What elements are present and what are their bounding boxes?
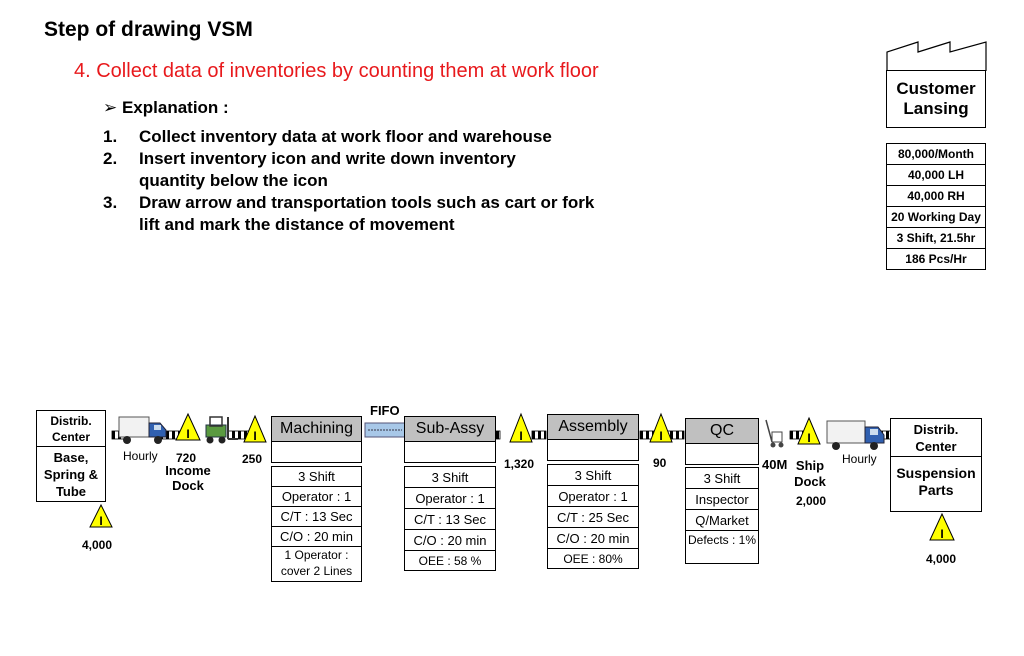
destination-part: Parts: [918, 482, 954, 498]
process-data-box: 3 Shift Inspector Q/Market Defects : 1%: [685, 467, 759, 564]
inventory-triangle-icon: I: [797, 416, 821, 445]
process-cell: OEE : 80%: [547, 548, 639, 569]
hourly-label-right: Hourly: [842, 452, 877, 466]
process-cell: OEE : 58 %: [404, 550, 496, 571]
svg-text:I: I: [186, 427, 189, 441]
process-cell: C/O : 20 min: [404, 529, 496, 551]
process-cell: Operator : 1: [547, 485, 639, 507]
process-blank: [685, 443, 759, 465]
process-blank: [547, 439, 639, 461]
supplier-subtitle: Center: [51, 430, 90, 444]
process-title: Machining: [271, 416, 362, 442]
process-data-box: 3 Shift Operator : 1 C/T : 13 Sec C/O : …: [271, 466, 362, 582]
supplier-part: Base,: [53, 450, 89, 465]
process-cell: Operator : 1: [271, 486, 362, 507]
ship-inventory: 2,000: [796, 494, 827, 508]
process-cell: Defects : 1%: [685, 530, 759, 564]
income-inventory: 720: [176, 451, 197, 465]
process-qc: QC: [685, 418, 759, 465]
hand-cart-icon: [765, 419, 784, 448]
process-cell: C/O : 20 min: [271, 526, 362, 547]
supplier-title: Distrib.: [50, 414, 92, 428]
process-cell: 1 Operator : cover 2 Lines: [271, 546, 362, 582]
destination-part: Suspension: [896, 465, 976, 481]
process-data-box: 3 Shift Operator : 1 C/T : 25 Sec C/O : …: [547, 464, 639, 569]
customer-row: 186 Pcs/Hr: [886, 248, 986, 270]
svg-text:I: I: [807, 431, 810, 445]
customer-location: Lansing: [903, 99, 969, 118]
svg-text:I: I: [659, 429, 662, 443]
svg-text:I: I: [519, 429, 522, 443]
customer-row: 20 Working Day: [886, 206, 986, 228]
distribution-center-box: Distrib. Center Suspension Parts: [890, 418, 982, 512]
machining-inventory: 250: [242, 452, 263, 466]
process-cell: 3 Shift: [685, 467, 759, 489]
supplier-box: Distrib. Center Base, Spring & Tube: [36, 410, 106, 502]
process-cell: Q/Market: [685, 509, 759, 531]
process-cell: C/T : 13 Sec: [404, 508, 496, 530]
steps-list: 1.Collect inventory data at work floor a…: [103, 126, 639, 236]
page-subtitle: 4. Collect data of inventories by counti…: [74, 60, 599, 82]
fifo-lane-icon: [364, 422, 406, 438]
svg-text:I: I: [253, 429, 256, 443]
inventory-triangle-icon: I: [243, 414, 267, 443]
process-blank: [271, 441, 362, 463]
factory-roof-icon: [886, 41, 987, 71]
inventory-triangle-icon: I: [509, 412, 533, 443]
process-data-box: 3 Shift Operator : 1 C/T : 13 Sec C/O : …: [404, 466, 496, 571]
process-cell: Inspector: [685, 488, 759, 510]
svg-text:I: I: [940, 527, 943, 541]
process-sub-assy: Sub-Assy: [404, 416, 496, 463]
process-cell: 3 Shift: [271, 466, 362, 487]
step-1: 1.Collect inventory data at work floor a…: [103, 127, 552, 146]
page-title: Step of drawing VSM: [44, 18, 253, 41]
process-cell: 3 Shift: [547, 464, 639, 486]
process-blank: [404, 441, 496, 463]
destination-subtitle: Center: [915, 439, 957, 454]
supplier-inventory: 4,000: [82, 538, 113, 552]
distance-label: 40M: [762, 457, 788, 472]
truck-icon: [118, 416, 167, 444]
assembly-inventory: 1,320: [504, 457, 535, 471]
supplier-part: Spring &: [43, 467, 99, 482]
process-cell: C/T : 13 Sec: [271, 506, 362, 527]
explanation-heading: ➢ Explanation :: [103, 98, 229, 117]
qc-inventory: 90: [653, 456, 667, 470]
customer-row: 40,000 RH: [886, 185, 986, 207]
step-3: 3.Draw arrow and transportation tools su…: [103, 193, 595, 234]
destination-title: Distrib.: [913, 422, 959, 437]
customer-data-table: 80,000/Month 40,000 LH 40,000 RH 20 Work…: [886, 143, 986, 270]
step-2: 2.Insert inventory icon and write down i…: [103, 149, 516, 190]
inventory-triangle-icon: I: [89, 503, 113, 528]
process-machining: Machining: [271, 416, 362, 463]
svg-text:I: I: [99, 514, 102, 528]
forklift-icon: [205, 416, 238, 444]
process-cell: C/O : 20 min: [547, 527, 639, 549]
process-title: QC: [685, 418, 759, 444]
income-dock-label: Income Dock: [165, 463, 211, 493]
process-title: Assembly: [547, 414, 639, 440]
supplier-part: Tube: [55, 484, 87, 499]
customer-row: 40,000 LH: [886, 164, 986, 186]
customer-name: Customer: [896, 79, 976, 98]
customer-row: 80,000/Month: [886, 143, 986, 165]
hourly-label-left: Hourly: [123, 449, 158, 463]
process-cell: C/T : 25 Sec: [547, 506, 639, 528]
process-cell: 3 Shift: [404, 466, 496, 488]
inventory-triangle-icon: I: [649, 412, 673, 443]
process-cell: Operator : 1: [404, 487, 496, 509]
process-title: Sub-Assy: [404, 416, 496, 442]
ship-dock-label: Ship Dock: [794, 458, 826, 489]
truck-icon: [826, 420, 885, 450]
destination-inventory: 4,000: [926, 552, 957, 566]
customer-row: 3 Shift, 21.5hr: [886, 227, 986, 249]
fifo-label: FIFO: [370, 403, 400, 418]
inventory-triangle-icon: I: [175, 412, 201, 441]
inventory-triangle-icon: I: [929, 512, 955, 541]
process-assembly: Assembly: [547, 414, 639, 461]
